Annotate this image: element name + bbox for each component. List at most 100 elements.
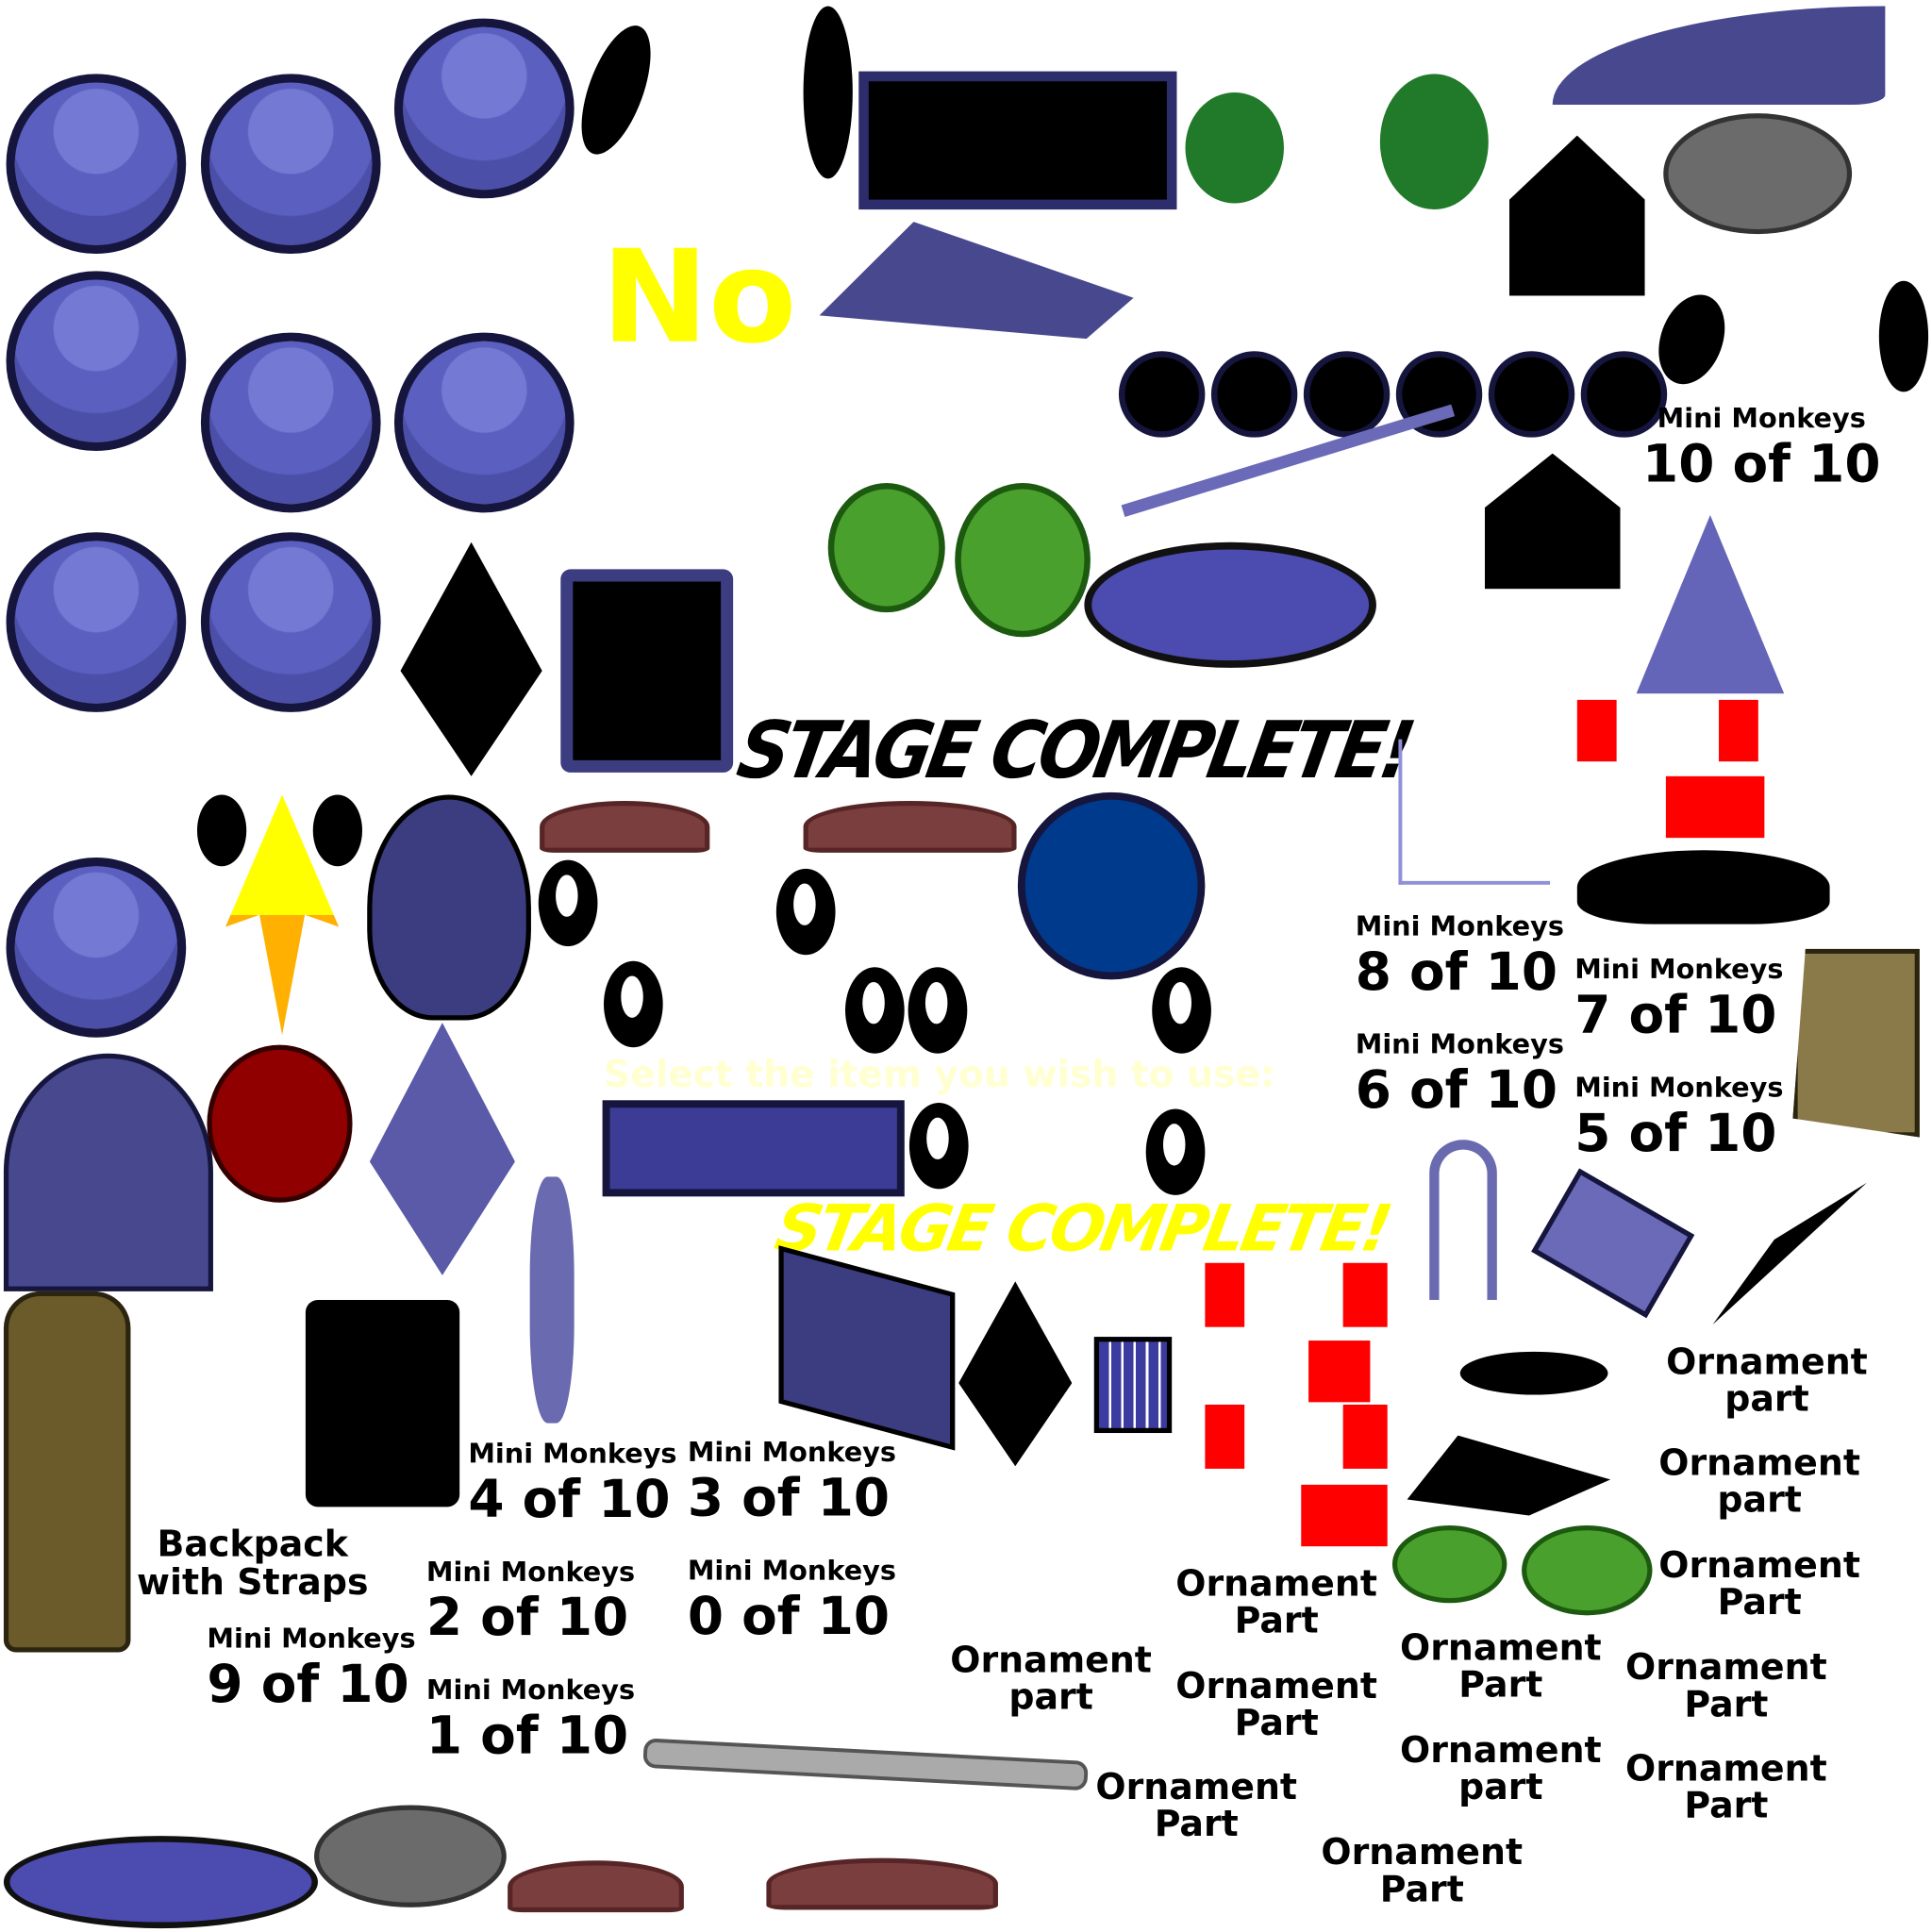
backpack-label: Backpack with Straps: [136, 1523, 369, 1604]
grid-sprite: [1093, 1337, 1173, 1434]
eyebrow-sprite: [803, 800, 1017, 853]
green-eye-sprite: [955, 482, 1091, 638]
ornament-label: Ornament Part: [1400, 1626, 1602, 1706]
monkey-head-sprite: [6, 858, 187, 1038]
blue-box-sprite: [778, 1245, 956, 1451]
no-label: No: [601, 222, 797, 373]
stage-complete-black: STAGE COMPLETE!: [731, 704, 1418, 797]
black-wedge-sprite: [1407, 1435, 1611, 1516]
ornament-label: Ornament part: [1666, 1341, 1868, 1420]
blue-hood-sprite: [367, 794, 531, 1021]
blue-house-sprite: [3, 1053, 213, 1291]
mustache-sprite: [1576, 850, 1830, 924]
monkey-head-sprite: [393, 18, 575, 199]
blue-wedge-sprite: [819, 222, 1134, 340]
eye-sprite: [538, 859, 598, 947]
monkey-head-sprite: [6, 532, 187, 712]
ornament-label: Ornament Part: [1625, 1747, 1827, 1826]
ornament-label: Ornament Part: [1658, 1543, 1860, 1624]
cane-sprite: [1429, 1140, 1497, 1300]
goggles-sprite: [1084, 541, 1376, 668]
eye-sprite: [1152, 967, 1211, 1054]
backpack-sprite: [3, 1291, 131, 1653]
eyebrow-sprite: [766, 1857, 998, 1910]
red-block-sprite: [1308, 1341, 1371, 1403]
blue-tile-sprite: [1531, 1168, 1695, 1319]
black-oval-sprite: [803, 6, 853, 179]
eyebrow-sprite: [508, 1860, 684, 1913]
monkey-head-sprite: [200, 532, 381, 712]
ornament-label: Ornament Part: [1175, 1664, 1377, 1744]
black-diamond-sprite: [958, 1281, 1073, 1467]
monkey-head-sprite: [393, 332, 575, 513]
ornament-label: Ornament Part: [1175, 1562, 1377, 1641]
red-bracket-sprite: [1205, 1404, 1245, 1469]
monkey-head-sprite: [200, 332, 381, 513]
blue-disc-sprite: [1017, 791, 1206, 980]
select-prompt: Select the item you wish to use:: [603, 1053, 1275, 1097]
black-dot-sprite: [312, 794, 362, 867]
khaki-pouch-sprite: [1792, 948, 1920, 1138]
green-eye-sprite: [827, 482, 945, 613]
red-bracket-sprite: [1665, 775, 1765, 839]
red-bracket-sprite: [1342, 1262, 1388, 1327]
black-oval-sprite: [1878, 280, 1929, 392]
gray-hair-sprite: [1663, 113, 1853, 235]
l-bracket-sprite: [1398, 739, 1551, 885]
ornament-label: Ornament part: [950, 1639, 1152, 1718]
black-panel-sprite: [305, 1299, 460, 1507]
goggles-sprite: [3, 1836, 318, 1929]
stage-complete-yellow: STAGE COMPLETE!: [769, 1192, 1394, 1267]
eye-sprite: [775, 868, 836, 956]
red-bracket-sprite: [1205, 1262, 1245, 1327]
blue-diamond-sprite: [369, 1023, 515, 1275]
green-eye-sprite: [1391, 1524, 1507, 1604]
ornament-label: Ornament Part: [1095, 1765, 1298, 1845]
gray-hair-sprite: [314, 1805, 507, 1907]
blue-bar-sprite: [602, 1100, 905, 1197]
red-bracket-sprite: [1342, 1404, 1388, 1469]
eye-sprite: [908, 967, 968, 1054]
green-blob-sprite: [1185, 92, 1284, 204]
green-eye-sprite: [1522, 1524, 1653, 1616]
eye-sprite: [1145, 1108, 1206, 1195]
green-blob-sprite: [1379, 74, 1489, 210]
red-bracket-sprite: [1576, 699, 1617, 762]
black-house-sprite: [1484, 453, 1621, 590]
eye-sprite: [908, 1102, 969, 1190]
eyebrow-sprite: [540, 800, 710, 853]
black-oval-sprite: [567, 17, 665, 163]
black-screen-sprite: [858, 71, 1177, 210]
monkey-head-sprite: [6, 74, 187, 255]
black-house-sprite: [1508, 135, 1645, 296]
ornament-label: Ornament Part: [1625, 1645, 1827, 1725]
eye-sprite: [844, 967, 905, 1054]
ornament-label: Ornament part: [1658, 1441, 1860, 1521]
eye-sprite: [603, 960, 663, 1048]
red-bracket-sprite: [1719, 699, 1758, 762]
ornament-label: Ornament Part: [1321, 1830, 1524, 1910]
frame-sprite: [560, 569, 734, 773]
black-diamond-sprite: [400, 541, 542, 776]
monkey-head-sprite: [6, 271, 187, 452]
red-apple-sprite: [207, 1044, 353, 1203]
sword-sprite: [529, 1176, 575, 1424]
black-oval-sprite: [1459, 1351, 1608, 1395]
ornament-label: Ornament part: [1400, 1728, 1602, 1808]
black-spike-sprite: [1712, 1182, 1867, 1325]
monkey-head-sprite: [200, 74, 381, 255]
red-bracket-sprite: [1301, 1484, 1388, 1547]
blue-wedge-sprite: [1552, 6, 1886, 106]
